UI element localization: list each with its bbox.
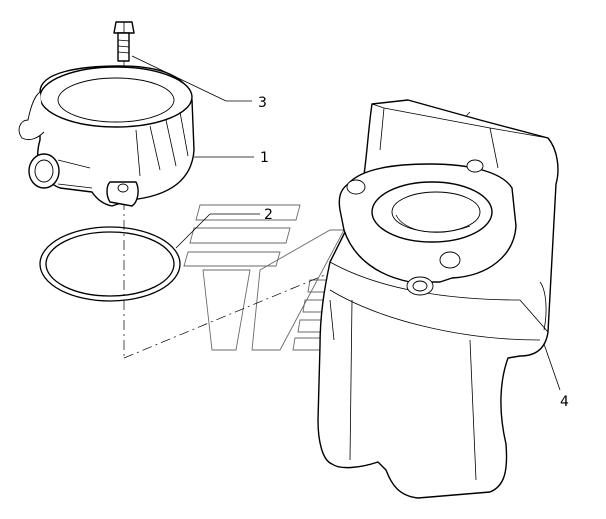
o-ring-part xyxy=(39,226,181,302)
callout-4: 4 xyxy=(560,394,569,410)
bolt-part xyxy=(113,21,135,62)
callout-1: 1 xyxy=(260,150,269,166)
leader-lines xyxy=(131,55,561,391)
thermostat-housing-part xyxy=(18,65,195,207)
callout-2: 2 xyxy=(264,207,273,223)
callout-3: 3 xyxy=(258,95,267,111)
cover-body-part xyxy=(317,99,559,499)
